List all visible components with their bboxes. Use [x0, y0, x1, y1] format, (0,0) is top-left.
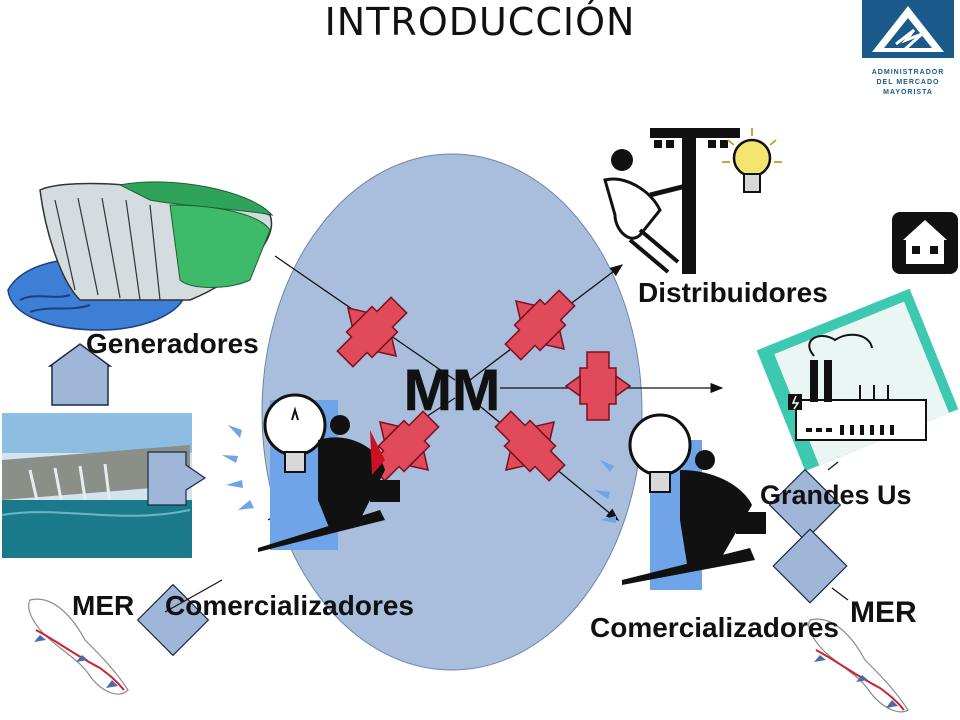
logo-line-1: ADMINISTRADOR [872, 69, 945, 76]
label-comercializadores-left: Comercializadores [165, 590, 414, 621]
flow-arrow-upper-left [336, 296, 408, 368]
mer-left-box [136, 579, 223, 657]
flow-arrow-lower-right [494, 410, 566, 482]
label-mer-left: MER [72, 590, 135, 621]
label-distribuidores: Distribuidores [638, 277, 828, 308]
factory-illustration [756, 288, 959, 471]
flow-arrow-right [564, 351, 632, 421]
central-america-map-left [28, 598, 129, 695]
label-generadores: Generadores [86, 328, 259, 359]
central-america-map-right [808, 618, 909, 713]
label-comercializadores-right: Comercializadores [590, 612, 839, 643]
businessman-left-illustration [222, 393, 400, 552]
market-ellipse [261, 153, 643, 671]
hydro-dam-illustration [7, 181, 274, 331]
businessman-right-illustration [594, 413, 766, 590]
page-title: INTRODUCCIÓN [324, 0, 636, 44]
lightbulb-icon [722, 128, 782, 193]
amm-logo: ADMINISTRADOR DEL MERCADO MAYORISTA [862, 0, 954, 96]
mer-right-boxes [768, 461, 849, 604]
label-grandes-usuarios: Grandes Us [760, 480, 912, 510]
label-mer-right: MER [850, 596, 917, 629]
market-label: MM [404, 358, 501, 423]
lineman-illustration [603, 128, 740, 274]
generadores-up-arrow [47, 343, 113, 406]
house-icon [892, 212, 958, 274]
logo-line-3: MAYORISTA [883, 89, 933, 96]
logo-line-2: DEL MERCADO [877, 79, 940, 86]
dam-photo-arrow [147, 451, 207, 506]
flow-arrow-upper-right [504, 289, 576, 361]
